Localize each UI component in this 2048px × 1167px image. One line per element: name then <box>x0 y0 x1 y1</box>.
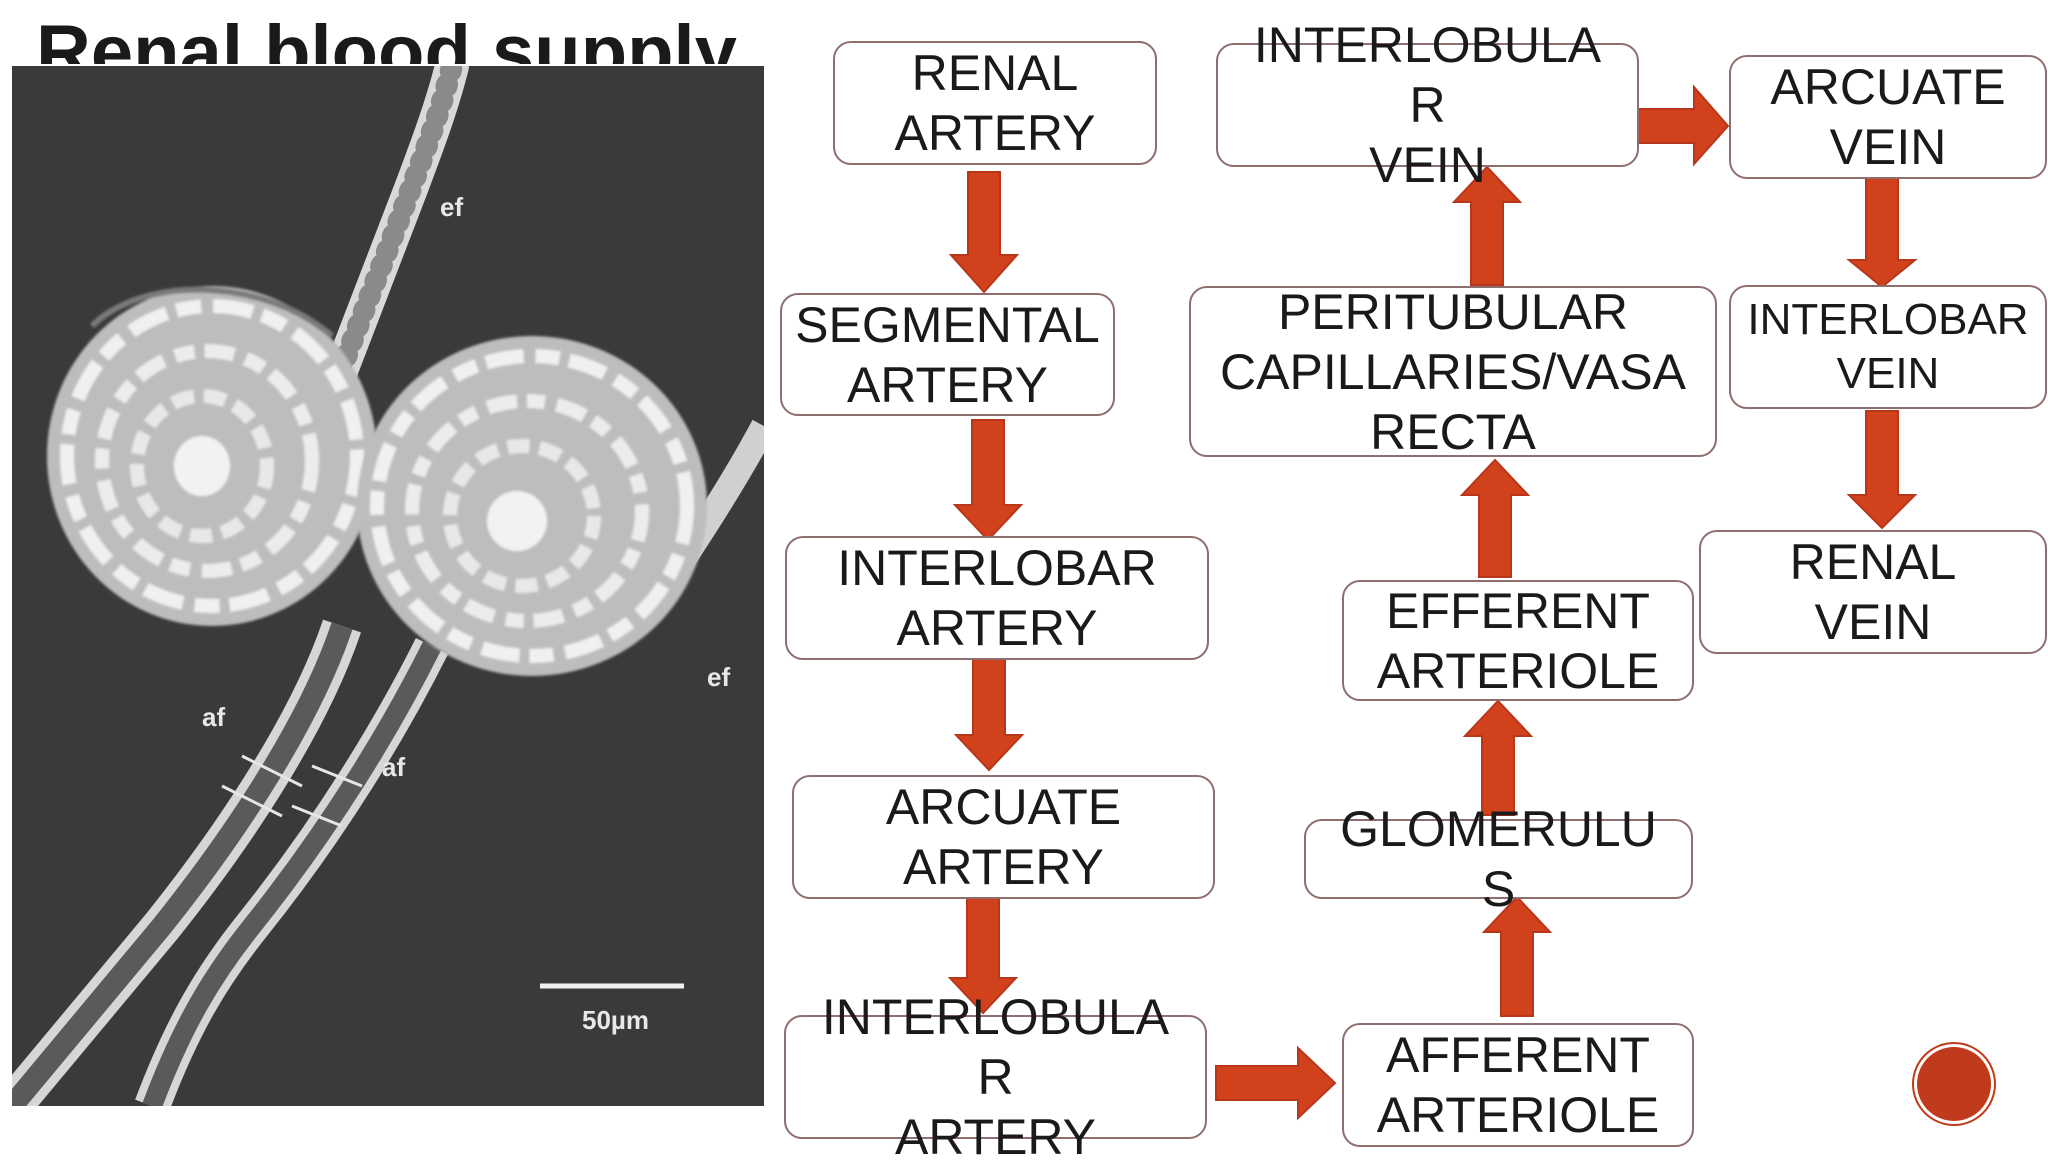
arrow-interlobar-to-renal-vein <box>1846 410 1918 530</box>
arrow-segmental-to-interlobar <box>952 419 1024 542</box>
arrow-renal-to-segmental <box>948 171 1020 294</box>
arrow-interlobar-to-arcuate <box>953 654 1025 772</box>
circle-button-icon[interactable] <box>1917 1047 1991 1121</box>
arrow-arcuate-to-interlobar-vein <box>1846 174 1918 289</box>
box-afferent-arteriole: AFFERENT ARTERIOLE <box>1342 1023 1694 1147</box>
arrow-glomerulus-to-efferent <box>1462 699 1534 816</box>
label-ef-right: ef <box>707 662 730 692</box>
box-glomerulus: GLOMERULU S <box>1304 801 1693 917</box>
box-renal-artery: RENAL ARTERY <box>833 41 1157 165</box>
box-arcuate-artery: ARCUATE ARTERY <box>792 775 1215 899</box>
box-renal-vein: RENAL VEIN <box>1699 530 2047 654</box>
box-interlobar-artery: INTERLOBAR ARTERY <box>785 536 1209 660</box>
label-ef-top: ef <box>440 192 463 222</box>
box-interlobar-vein: INTERLOBAR VEIN <box>1729 285 2047 409</box>
box-peritubular-capillaries: PERITUBULAR CAPILLARIES/VASA RECTA <box>1189 284 1717 460</box>
box-arcuate-vein: ARCUATE VEIN <box>1729 55 2047 179</box>
arrow-interlobular-to-afferent <box>1215 1045 1337 1121</box>
label-af-left: af <box>202 702 225 732</box>
arrow-interlobular-to-arcuate-vein <box>1637 84 1730 167</box>
scale-bar-label: 50µm <box>582 1005 649 1035</box>
box-interlobular-artery: INTERLOBULA R ARTERY <box>784 989 1207 1165</box>
box-interlobular-vein: INTERLOBULA R VEIN <box>1216 17 1639 193</box>
box-efferent-arteriole: EFFERENT ARTERIOLE <box>1342 580 1694 701</box>
label-af-right: af <box>382 752 405 782</box>
box-segmental-artery: SEGMENTAL ARTERY <box>780 293 1115 416</box>
arrow-efferent-to-peritubular <box>1459 458 1531 578</box>
slide-title: Renal blood supply <box>36 10 737 64</box>
glomerulus-micrograph: ef ef af af 50µm <box>12 66 764 1106</box>
